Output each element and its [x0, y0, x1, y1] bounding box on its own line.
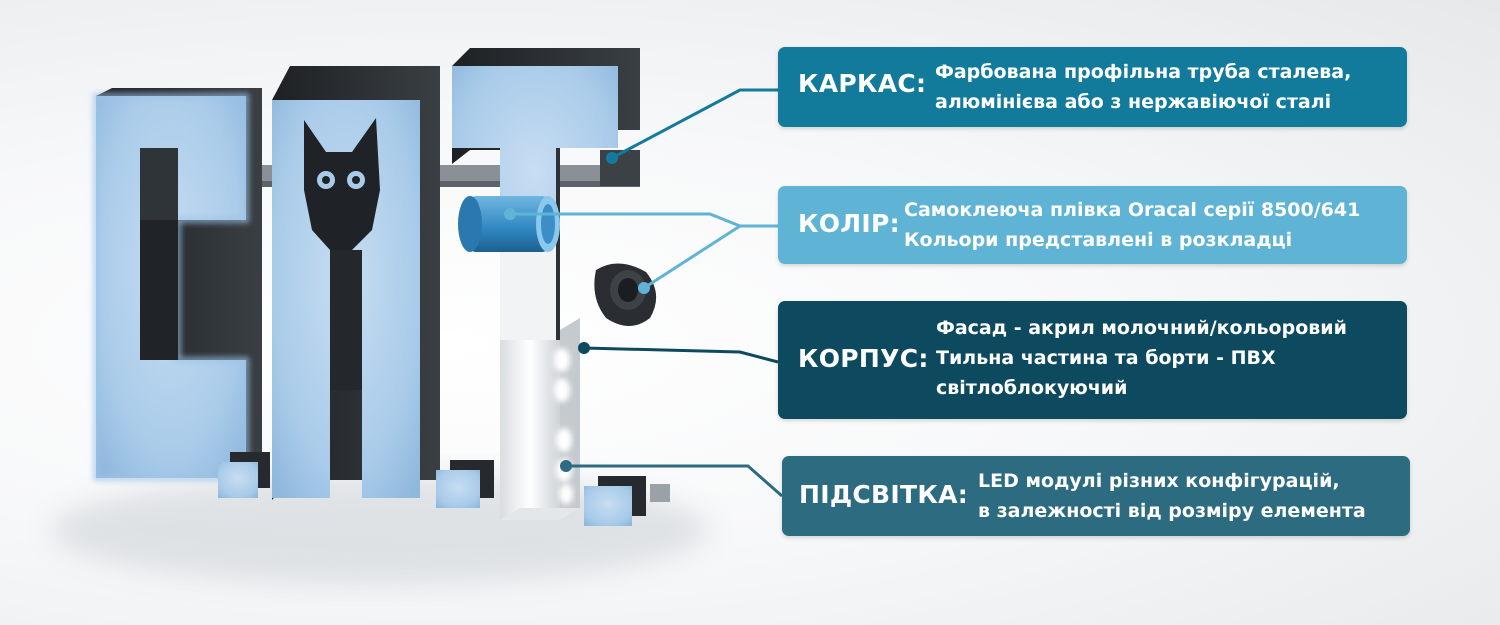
- letter-a: [272, 66, 440, 500]
- callout-korpus-label: КОРПУС:: [798, 344, 929, 373]
- callout-pidsvitka-desc: LED модулі різних конфігурацій, в залежн…: [978, 466, 1366, 526]
- callout-karkas-desc: Фарбована профільна труба сталева, алюмі…: [935, 57, 1351, 117]
- callout-korpus-line3: світлоблокуючий: [936, 377, 1128, 399]
- callout-karkas-line1: Фарбована профільна труба сталева,: [935, 61, 1352, 83]
- callout-korpus: КОРПУС: Фасад - акрил молочний/кольорови…: [778, 301, 1407, 419]
- callout-korpus-line1: Фасад - акрил молочний/кольоровий: [936, 317, 1347, 339]
- callout-karkas-label: КАРКАС:: [798, 69, 927, 98]
- connector-pidsvitka: [566, 464, 783, 498]
- callout-karkas-line2: алюмінієва або з нержавіючої сталі: [935, 91, 1332, 113]
- dot-2: [436, 460, 494, 508]
- dot-1: [218, 452, 270, 498]
- led-module-icon: [554, 348, 573, 504]
- film-roll-icon: [594, 263, 657, 326]
- connector-lines: [504, 88, 783, 498]
- tube-frame-icon: [458, 196, 560, 252]
- callout-kolir-desc: Самоклеюча плівка Oracal серії 8500/641 …: [904, 195, 1360, 255]
- callout-korpus-desc: Фасад - акрил молочний/кольоровий Тильна…: [936, 313, 1347, 403]
- letter-c: [93, 88, 262, 481]
- connector-korpus: [583, 346, 779, 364]
- dot-3: [584, 476, 670, 526]
- callout-kolir: КОЛІР: Самоклеюча плівка Oracal серії 85…: [778, 186, 1407, 264]
- callout-pidsvitka: ПІДСВІТКА: LED модулі різних конфігураці…: [782, 456, 1410, 536]
- callout-karkas: КАРКАС: Фарбована профільна труба сталев…: [778, 47, 1407, 127]
- cat-head-icon: [304, 118, 380, 390]
- callout-korpus-line2: Тильна частина та борти - ПВХ: [936, 347, 1276, 369]
- connector-kolir-1: [510, 212, 778, 228]
- callout-kolir-line2: Кольори представлені в розкладці: [904, 229, 1293, 251]
- callout-pidsvitka-line1: LED модулі різних конфігурацій,: [978, 470, 1340, 492]
- callout-kolir-line1: Самоклеюча плівка Oracal серії 8500/641: [904, 199, 1361, 221]
- connector-karkas: [611, 88, 778, 160]
- callout-kolir-label: КОЛІР:: [798, 209, 900, 238]
- callout-pidsvitka-line2: в залежності від розміру елемента: [978, 500, 1366, 522]
- connector-kolir-2: [643, 224, 741, 290]
- callout-pidsvitka-label: ПІДСВІТКА:: [799, 480, 969, 509]
